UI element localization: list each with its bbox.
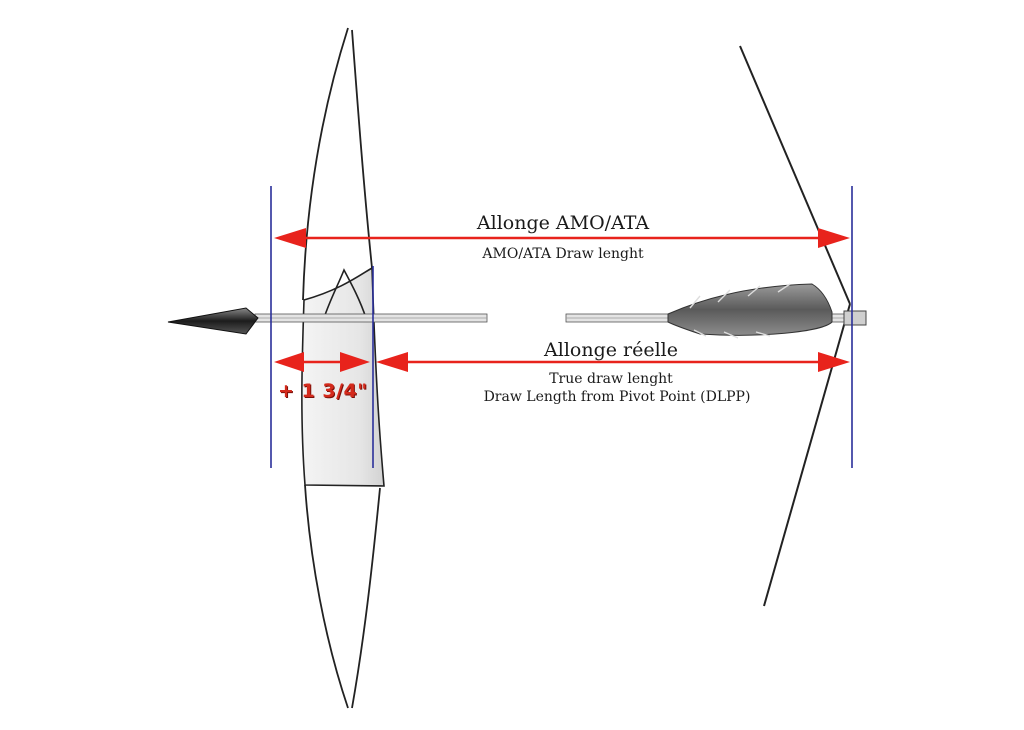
arrow: [167, 283, 867, 339]
bow: [301, 27, 385, 709]
true-dimension-arrow: [376, 352, 850, 372]
amo-dimension-arrow: [274, 228, 850, 248]
arrow-nock: [843, 310, 867, 326]
arrow-head: [167, 307, 259, 335]
amo-title: Allonge AMO/ATA: [476, 212, 650, 234]
reference-lines: [270, 186, 853, 468]
dimension-arrows: [274, 228, 850, 372]
bow-string: [739, 45, 851, 607]
amo-subtitle: AMO/ATA Draw lenght: [482, 246, 644, 262]
bow-limb-upper-belly: [351, 29, 373, 269]
dlpp-subtitle: Draw Length from Pivot Point (DLPP): [483, 389, 751, 405]
bow-limb-upper-back: [302, 27, 349, 301]
arrow-fletching: [667, 283, 833, 336]
offset-dimension-arrow: [274, 352, 370, 372]
arrow-rest: [323, 268, 367, 319]
bow-grip: [301, 266, 385, 487]
true-draw-title: Allonge réelle: [544, 339, 678, 361]
bow-limb-lower-back: [304, 484, 349, 709]
bow-limb-lower-belly: [351, 487, 381, 709]
true-draw-subtitle: True draw lenght: [549, 371, 673, 387]
offset-label: + 1 3/4": [278, 380, 368, 402]
